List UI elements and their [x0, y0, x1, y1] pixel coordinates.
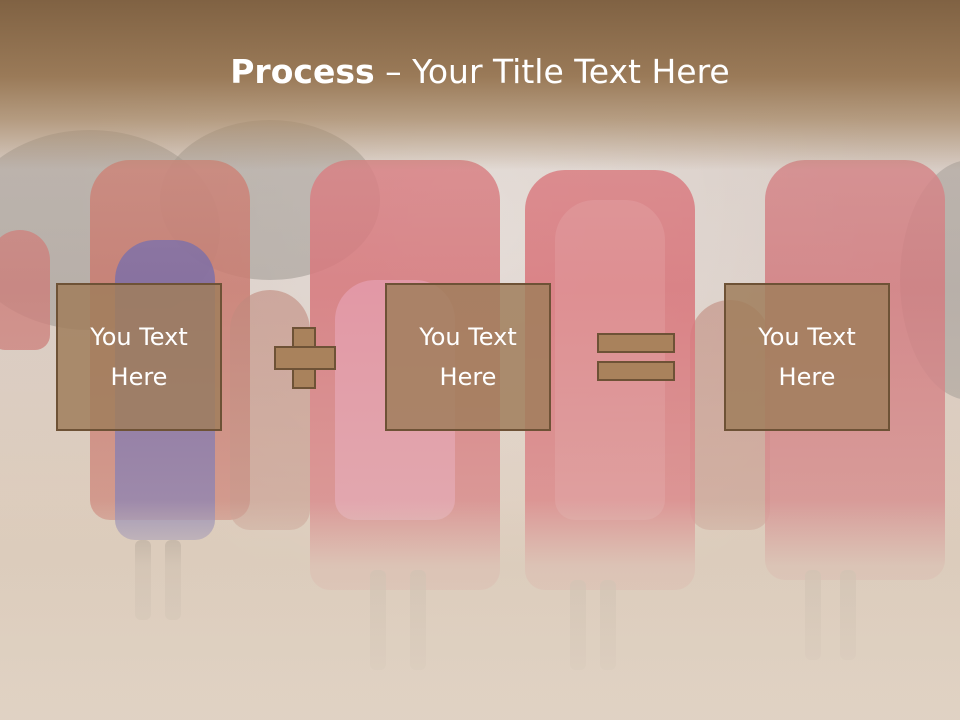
text-box-2[interactable]: You Text Here	[385, 283, 551, 431]
text-box-3-label: You Text Here	[758, 323, 856, 391]
slide-title-bold: Process	[230, 52, 375, 91]
text-box-2-label: You Text Here	[419, 323, 517, 391]
text-box-1-label: You Text Here	[90, 323, 188, 391]
slide-title-rest: – Your Title Text Here	[374, 52, 730, 91]
equals-icon-bottom-bar	[597, 361, 675, 381]
text-box-1[interactable]: You Text Here	[56, 283, 222, 431]
slide-title[interactable]: Process – Your Title Text Here	[0, 52, 960, 91]
text-box-3[interactable]: You Text Here	[724, 283, 890, 431]
title-band	[0, 0, 960, 170]
equals-icon-top-bar	[597, 333, 675, 353]
plus-icon-center	[294, 348, 314, 368]
